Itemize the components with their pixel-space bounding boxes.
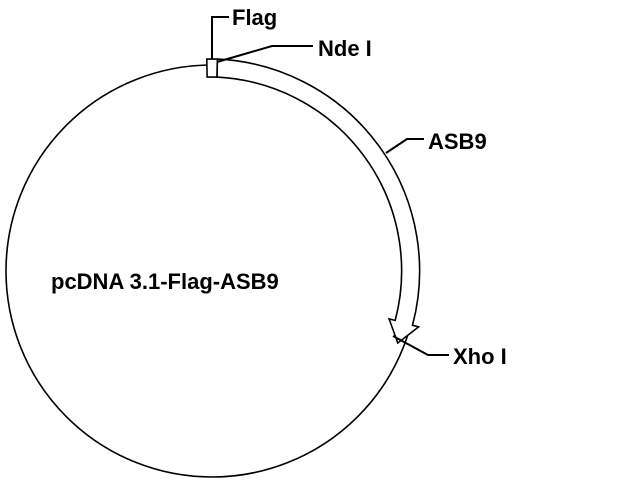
flag-leader-line [211,16,229,59]
asb9-insert-arrow [216,58,421,345]
flag-tag-box [205,58,219,78]
xho-i-leader-line [392,335,449,356]
xho-i-label: Xho I [453,344,507,369]
asb9-leader-line [385,138,424,154]
nde-i-leader-line [216,45,313,63]
asb9-label: ASB9 [428,129,487,154]
nde-i-label: Nde I [318,36,372,61]
plasmid-name: pcDNA 3.1-Flag-ASB9 [51,269,279,294]
flag-label: Flag [232,5,277,30]
